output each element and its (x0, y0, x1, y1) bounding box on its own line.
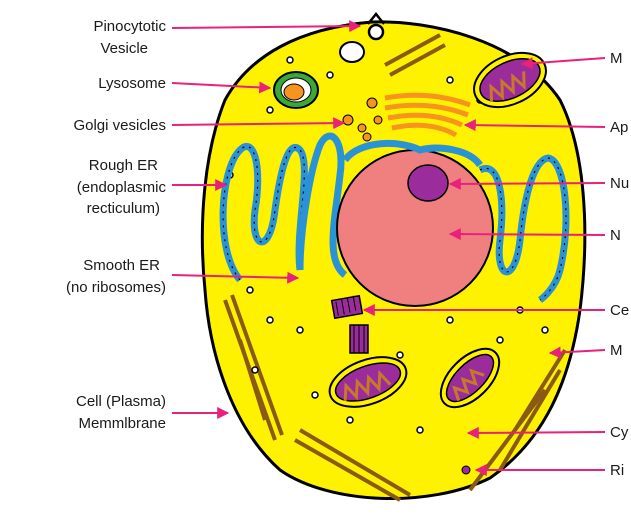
label-smooth-er-line2: (no ribosomes) (66, 279, 166, 296)
label-smooth-er-line1: Smooth ER (83, 257, 160, 274)
label-nucleolus: Nu (610, 175, 629, 192)
label-rough-er-line3: recticulum) (87, 200, 160, 217)
label-nucleus: N (610, 227, 621, 244)
label-rough-er-line2: (endoplasmic (77, 179, 167, 196)
label-golgi-vesicles: Golgi vesicles (73, 117, 166, 134)
label-membrane-line2: Memmlbrane (78, 415, 166, 432)
nucleolus (408, 165, 448, 201)
label-membrane-line1: Cell (Plasma) (76, 393, 166, 410)
ribosome (462, 466, 470, 474)
label-cytoplasm: Cy (610, 424, 629, 441)
label-mitochondria-top: M (610, 50, 623, 67)
label-pinocytotic-line2: Vesicle (100, 40, 148, 57)
label-mitochondria-right: M (610, 342, 623, 359)
label-ribosome: Ri (610, 462, 624, 479)
label-golgi-apparatus: Ap (610, 119, 628, 136)
label-rough-er-line1: Rough ER (89, 157, 158, 174)
label-pinocytotic-line1: Pinocytotic (93, 18, 166, 35)
label-lysosome: Lysosome (98, 75, 166, 92)
pinocytotic-vesicle-inner (340, 42, 364, 62)
pinocytotic-vesicle (369, 25, 383, 39)
label-centrosome: Ce (610, 302, 629, 319)
